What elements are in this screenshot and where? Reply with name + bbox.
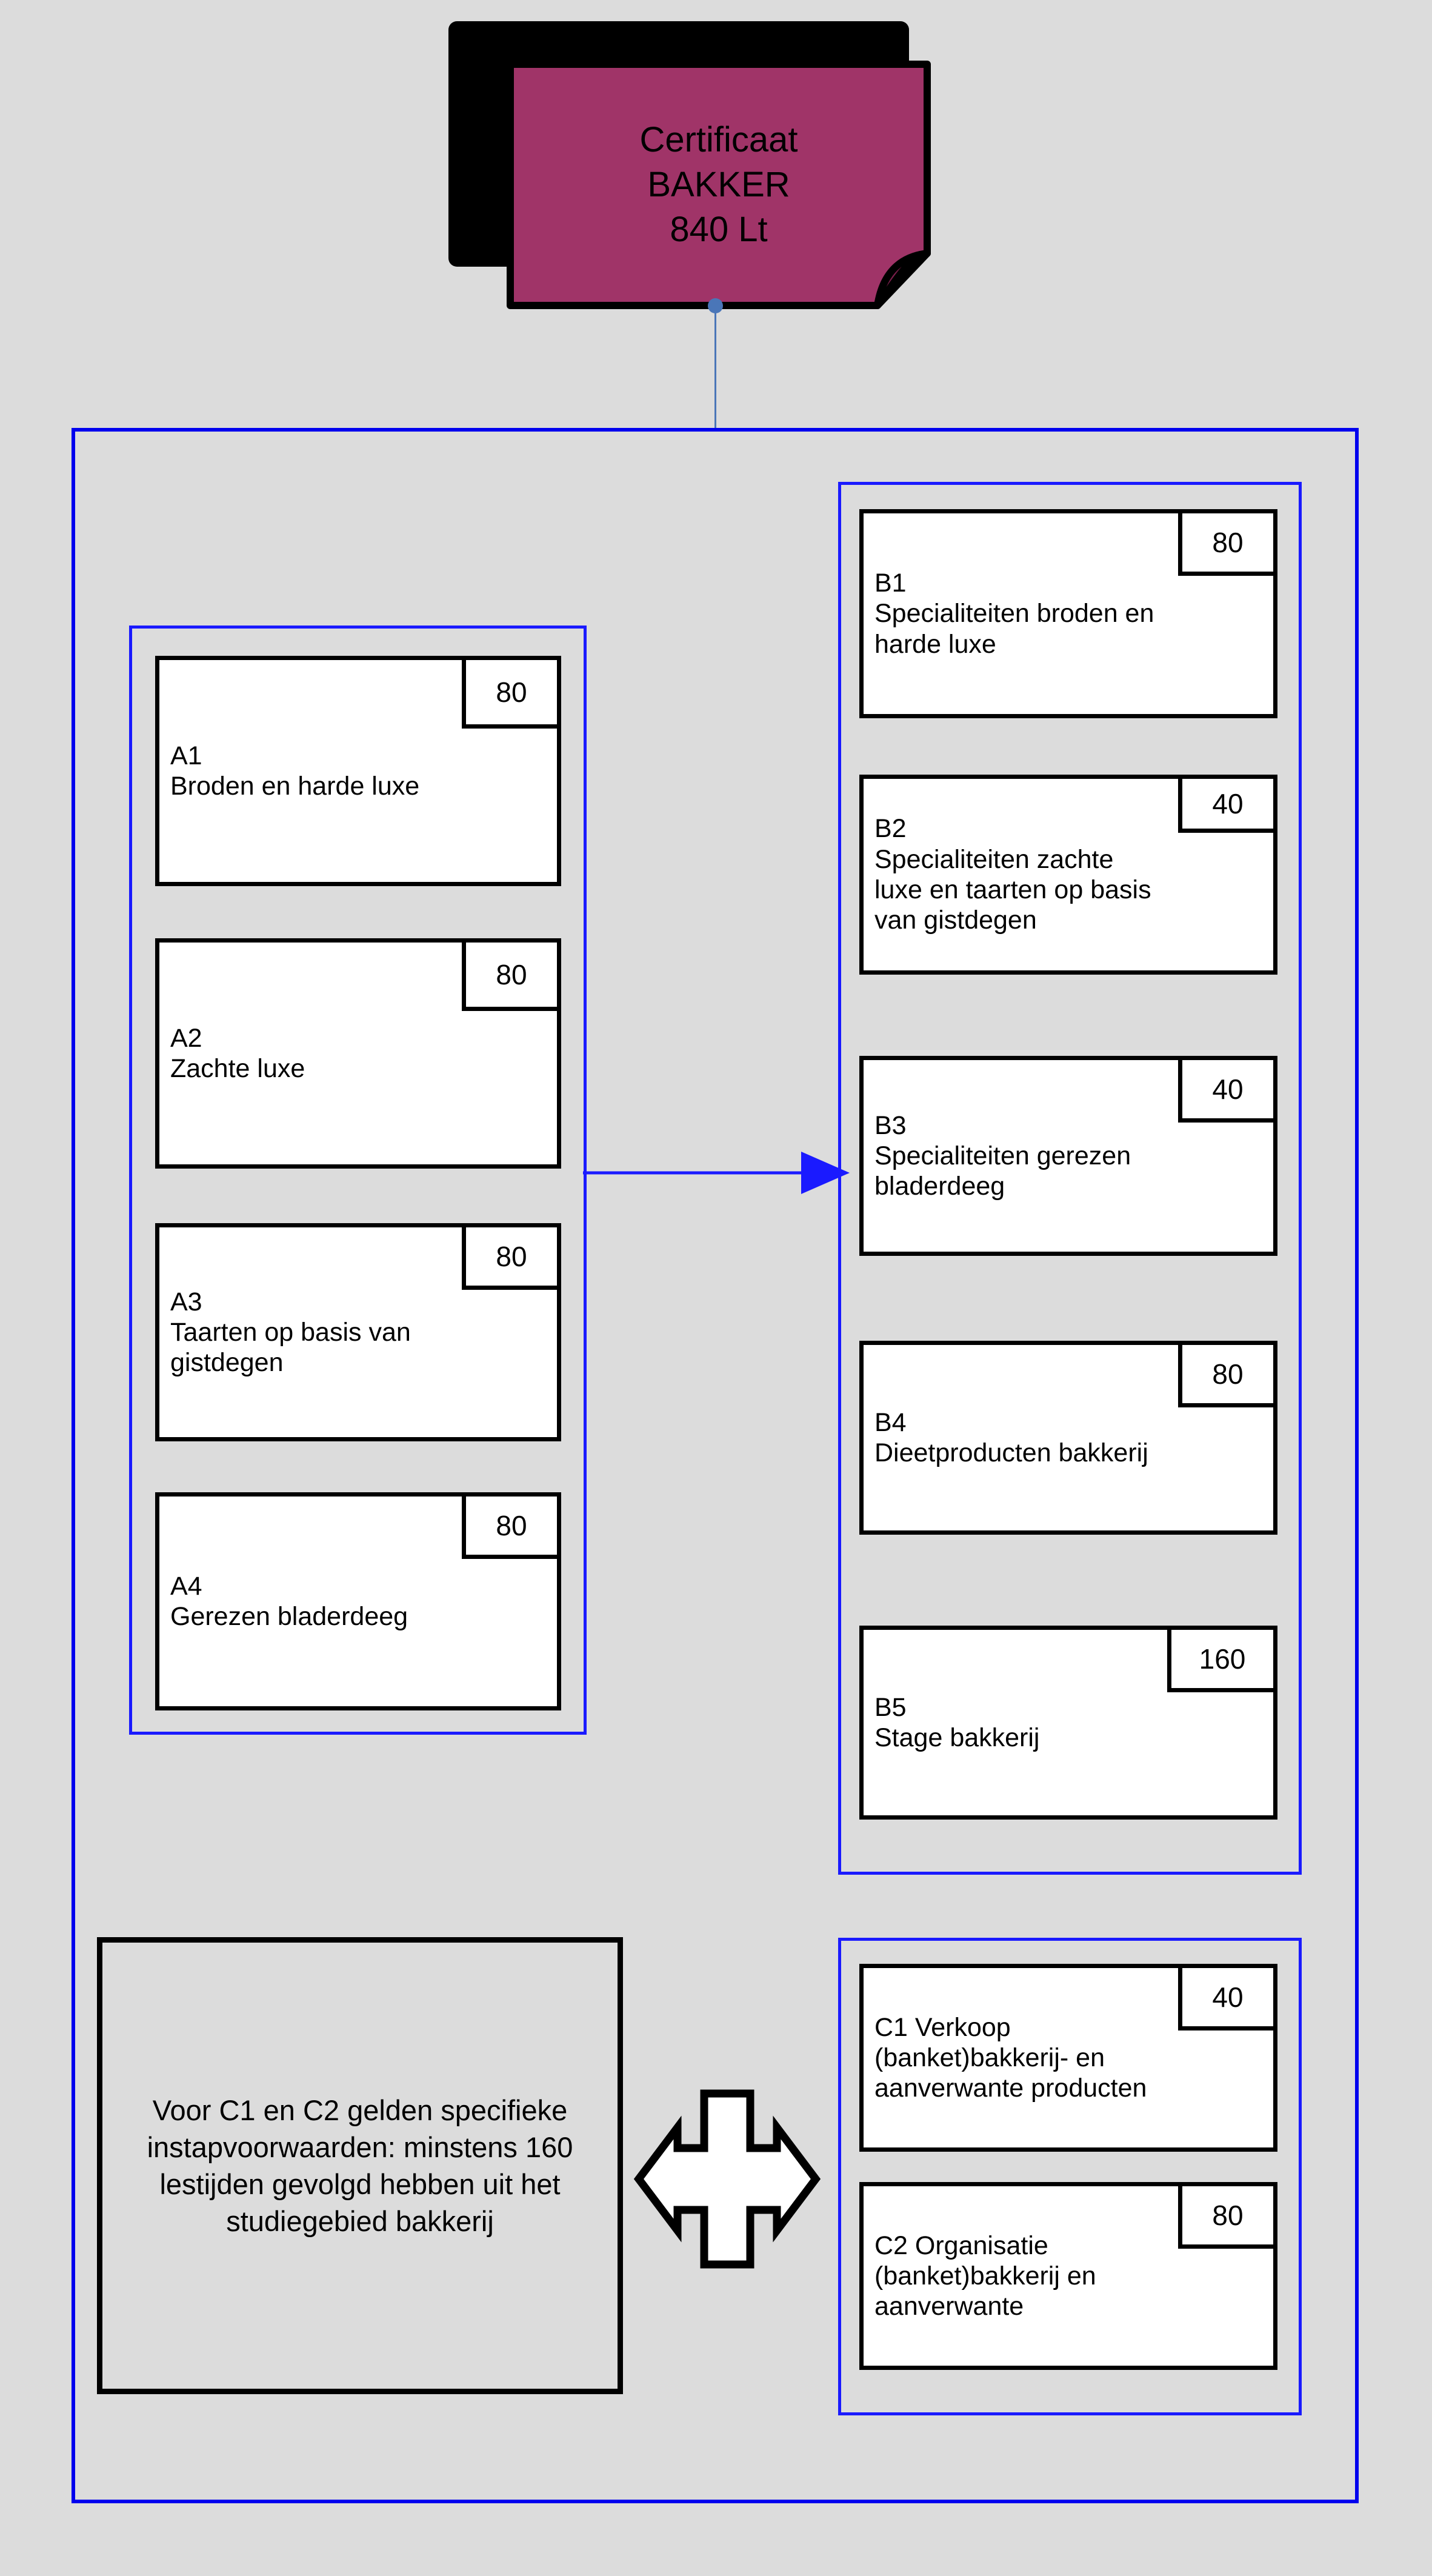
group-c-container [838,1938,1302,2415]
module-b1-hours-badge: 80 [1178,509,1277,576]
module-b5[interactable]: B5 Stage bakkerij 160 [859,1626,1277,1820]
group-b-container [838,482,1302,1875]
module-a1-code: A1 [170,741,202,770]
module-c2-label: C2 Organisatie (banket)bakkerij en aanve… [874,2231,1096,2321]
module-a3-hours-badge: 80 [462,1223,561,1290]
module-a2-label: Zachte luxe [170,1054,305,1083]
module-b3-body: B3 Specialiteiten gerezen bladerdeeg [864,1060,1273,1252]
arrow-group-a-to-group-b [583,1140,850,1206]
module-c1[interactable]: C1 Verkoop (banket)bakkerij- en aanverwa… [859,1964,1277,2152]
module-b2-body: B2 Specialiteiten zachte luxe en taarten… [864,779,1273,970]
module-b4[interactable]: B4 Dieetproducten bakkerij 80 [859,1341,1277,1535]
module-a4-body: A4 Gerezen bladerdeeg [159,1497,557,1706]
module-b1-label: Specialiteiten broden en harde luxe [874,599,1154,659]
module-a4[interactable]: A4 Gerezen bladerdeeg 80 [155,1492,561,1710]
module-a3[interactable]: A3 Taarten op basis van gistdegen 80 [155,1223,561,1441]
module-b1[interactable]: B1 Specialiteiten broden en harde luxe 8… [859,509,1277,718]
module-a1-body: A1 Broden en harde luxe [159,660,557,882]
module-c2[interactable]: C2 Organisatie (banket)bakkerij en aanve… [859,2182,1277,2370]
module-a2[interactable]: A2 Zachte luxe 80 [155,938,561,1169]
module-a1-label: Broden en harde luxe [170,772,420,801]
instapvoorwaarden-note-box: Voor C1 en C2 gelden specifieke instapvo… [97,1937,623,2394]
instapvoorwaarden-note-text: Voor C1 en C2 gelden specifieke instapvo… [147,2094,573,2238]
module-b5-label: Stage bakkerij [874,1723,1040,1752]
module-b4-code: B4 [874,1407,907,1437]
module-b1-code: B1 [874,569,907,598]
module-a4-hours-badge: 80 [462,1492,561,1559]
module-b5-body: B5 Stage bakkerij [864,1630,1273,1815]
module-b2-hours-badge: 40 [1178,775,1277,833]
module-a1-hours-badge: 80 [462,656,561,729]
module-a1[interactable]: A1 Broden en harde luxe 80 [155,656,561,886]
module-b4-body: B4 Dieetproducten bakkerij [864,1345,1273,1530]
module-a4-label: Gerezen bladerdeeg [170,1602,408,1631]
module-b3-code: B3 [874,1110,907,1140]
certificate-paper [507,61,931,309]
module-b5-hours-badge: 160 [1167,1626,1277,1692]
module-a2-body: A2 Zachte luxe [159,943,557,1164]
module-c1-body: C1 Verkoop (banket)bakkerij- en aanverwa… [864,1968,1273,2147]
module-b2-label: Specialiteiten zachte luxe en taarten op… [874,844,1151,935]
module-a3-code: A3 [170,1287,202,1316]
module-a2-code: A2 [170,1023,202,1053]
module-b2[interactable]: B2 Specialiteiten zachte luxe en taarten… [859,775,1277,975]
main-frame [72,428,1359,2503]
group-a-container [129,626,587,1735]
module-b3-label: Specialiteiten gerezen bladerdeeg [874,1141,1131,1201]
module-c1-hours-badge: 40 [1178,1964,1277,2030]
module-a4-code: A4 [170,1571,202,1601]
connector-line-certificate-to-frame [714,303,716,430]
module-c2-body: C2 Organisatie (banket)bakkerij en aanve… [864,2186,1273,2366]
module-b3-hours-badge: 40 [1178,1056,1277,1123]
module-a3-label: Taarten op basis van gistdegen [170,1317,411,1378]
module-b3[interactable]: B3 Specialiteiten gerezen bladerdeeg 40 [859,1056,1277,1256]
module-a2-hours-badge: 80 [462,938,561,1011]
arrow-note-to-group-c [630,2085,824,2273]
module-c1-label: C1 Verkoop (banket)bakkerij- en aanverwa… [874,2012,1147,2103]
module-b2-code: B2 [874,814,907,844]
module-c2-hours-badge: 80 [1178,2182,1277,2249]
module-b1-body: B1 Specialiteiten broden en harde luxe [864,513,1273,714]
module-b5-code: B5 [874,1692,907,1722]
module-a3-body: A3 Taarten op basis van gistdegen [159,1227,557,1437]
module-b4-label: Dieetproducten bakkerij [874,1438,1148,1467]
module-b4-hours-badge: 80 [1178,1341,1277,1407]
